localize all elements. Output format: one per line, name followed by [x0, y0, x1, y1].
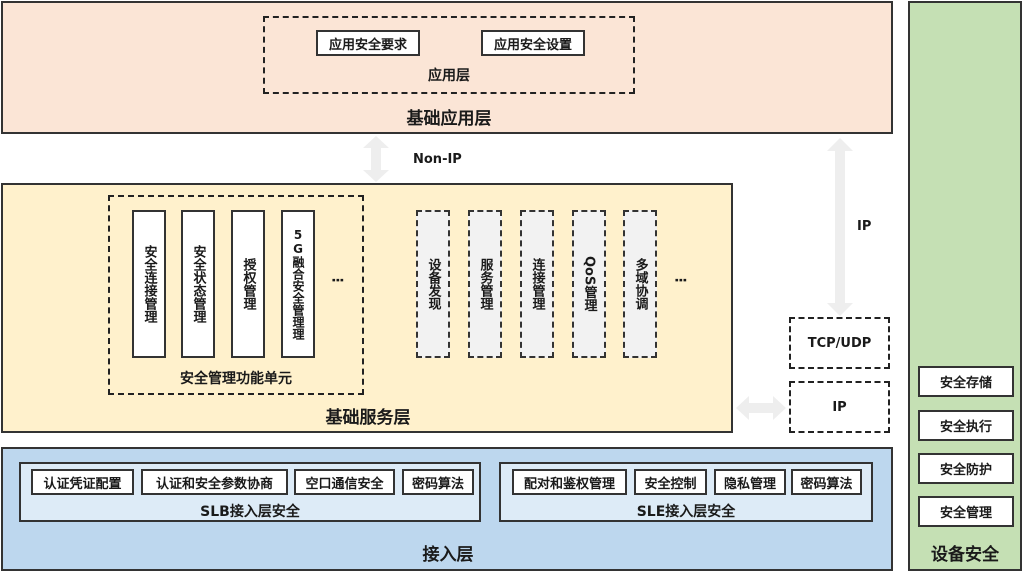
sle-item-label: 配对和鉴权管理	[523, 476, 615, 492]
sle-item-label: 隐私管理	[723, 476, 776, 492]
service-item-label: 服务管理	[477, 258, 493, 310]
security-unit-title: 安全管理功能单元	[180, 371, 292, 387]
service-item: 服务管理	[468, 210, 502, 358]
access-layer: 认证凭证配置 认证和安全参数协商 空口通信安全 密码算法 SLB接入层安全 配对…	[1, 447, 893, 571]
application-layer-title: 基础应用层	[406, 109, 492, 129]
app-item-label: 应用安全要求	[328, 37, 407, 53]
slb-item: 空口通信安全	[294, 469, 395, 495]
device-security: 安全存储 安全执行 安全防护 安全管理 设备安全	[908, 1, 1022, 571]
service-item: 多域协调	[623, 210, 657, 358]
service-item: 连接管理	[520, 210, 554, 358]
slb-item-label: 认证凭证配置	[43, 476, 122, 492]
sle-item-label: 密码算法	[800, 476, 853, 492]
device-security-item-label: 安全执行	[939, 420, 992, 435]
ip-vertical-label: IP	[857, 219, 872, 234]
application-group-title: 应用层	[428, 68, 470, 84]
service-item-label: 多域协调	[632, 258, 648, 310]
security-unit-item: 授权管理	[231, 210, 265, 358]
sle-item: 密码算法	[791, 469, 862, 495]
security-unit-item-label: 授权管理	[240, 258, 256, 310]
sle-title: SLE接入层安全	[636, 504, 736, 520]
ip-box-label: IP	[832, 399, 847, 415]
security-unit-item-label: 安全连接管理	[141, 245, 157, 323]
security-unit-item: 5G融合安全管理理	[281, 210, 315, 358]
device-security-item-label: 安全存储	[939, 376, 992, 391]
tcp-udp-box: TCP/UDP	[789, 317, 890, 369]
app-item-security-settings: 应用安全设置	[481, 30, 585, 56]
security-unit-item: 安全连接管理	[132, 210, 166, 358]
device-security-title: 设备安全	[931, 545, 999, 565]
device-security-item: 安全防护	[918, 453, 1014, 484]
service-item-label: 设备发现	[425, 258, 441, 310]
service-item: QoS管理	[572, 210, 606, 358]
app-item-label: 应用安全设置	[493, 37, 572, 53]
application-group	[263, 16, 635, 94]
slb-item: 密码算法	[402, 469, 474, 495]
device-security-item: 安全存储	[918, 366, 1014, 397]
slb-item: 认证和安全参数协商	[141, 469, 288, 495]
security-unit-more: ⋮	[329, 273, 345, 287]
app-item-security-requirements: 应用安全要求	[316, 30, 420, 56]
service-item-label: QoS管理	[581, 256, 597, 312]
security-unit-item-label: 安全状态管理	[190, 245, 206, 323]
slb-item-label: 空口通信安全	[305, 476, 384, 492]
non-ip-arrow	[363, 136, 389, 182]
service-item: 设备发现	[416, 210, 450, 358]
sle-item: 配对和鉴权管理	[512, 469, 627, 495]
service-layer: 安全连接管理 安全状态管理 授权管理 5G融合安全管理理 ⋮ 安全管理功能单元 …	[1, 183, 733, 433]
service-item-label: 连接管理	[529, 258, 545, 310]
device-security-item: 安全执行	[918, 410, 1014, 441]
slb-item-label: 密码算法	[411, 476, 464, 492]
tcp-udp-label: TCP/UDP	[807, 335, 872, 351]
ip-vertical-arrow	[827, 138, 853, 316]
slb-title: SLB接入层安全	[200, 504, 300, 520]
device-security-item-label: 安全管理	[939, 506, 992, 521]
sle-item: 隐私管理	[714, 469, 786, 495]
security-unit-item: 安全状态管理	[181, 210, 215, 358]
service-layer-title: 基础服务层	[325, 408, 411, 428]
sle-item-label: 安全控制	[644, 476, 697, 492]
security-management-unit	[108, 195, 364, 395]
application-layer: 应用安全要求 应用安全设置 应用层 基础应用层	[1, 1, 893, 134]
ip-box: IP	[789, 381, 890, 433]
slb-item-label: 认证和安全参数协商	[155, 476, 273, 492]
device-security-item-label: 安全防护	[939, 463, 992, 478]
non-ip-label: Non-IP	[413, 152, 462, 167]
access-layer-title: 接入层	[422, 545, 474, 565]
security-unit-item-label: 5G融合安全管理理	[291, 228, 305, 340]
device-security-item: 安全管理	[918, 496, 1014, 527]
slb-item: 认证凭证配置	[31, 469, 134, 495]
services-more: ⋮	[672, 273, 688, 287]
ip-horizontal-arrow	[736, 396, 786, 420]
sle-item: 安全控制	[634, 469, 707, 495]
